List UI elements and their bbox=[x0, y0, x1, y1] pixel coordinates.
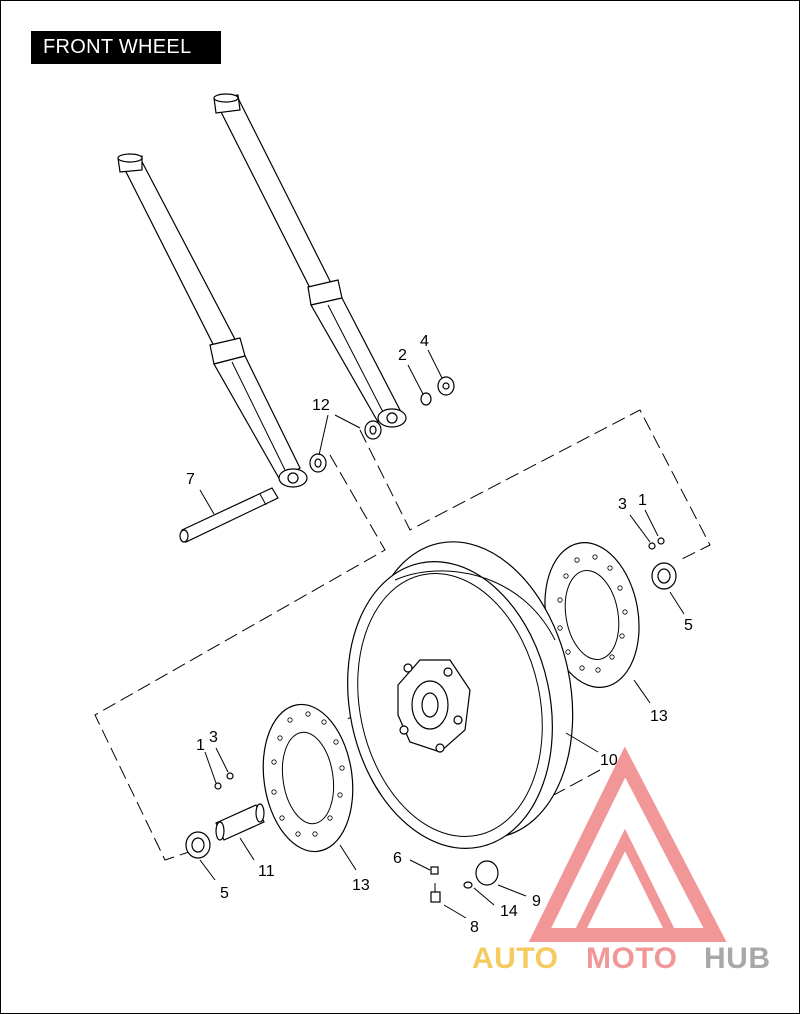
callout-5-lower: 5 bbox=[220, 885, 229, 902]
left-brake-rotor bbox=[262, 703, 354, 853]
fork-spacers bbox=[309, 420, 382, 473]
logo-hub-text: HUB bbox=[704, 942, 771, 975]
right-brake-rotor bbox=[544, 542, 640, 688]
axle-washer-and-nut bbox=[420, 376, 455, 406]
callout-1-upper: 1 bbox=[638, 492, 647, 509]
callout-2: 2 bbox=[398, 347, 407, 364]
callout-1-lower: 1 bbox=[196, 737, 205, 754]
callout-3-upper: 3 bbox=[618, 496, 627, 513]
rotor-screws-and-washers bbox=[214, 537, 665, 790]
front-wheel bbox=[347, 541, 574, 849]
callout-5-upper: 5 bbox=[684, 617, 693, 634]
callout-7: 7 bbox=[186, 471, 195, 488]
wheel-bearings bbox=[185, 562, 677, 859]
callout-14: 14 bbox=[500, 903, 518, 920]
callout-numbers: 2 4 12 7 3 1 5 13 10 1 3 5 11 13 6 8 14 … bbox=[186, 333, 693, 936]
callout-10: 10 bbox=[600, 752, 618, 769]
callout-3-lower: 3 bbox=[209, 729, 218, 746]
callout-4: 4 bbox=[420, 333, 429, 350]
automotohub-logo: AUTO MOTO HUB bbox=[472, 746, 771, 975]
callout-6: 6 bbox=[393, 850, 402, 867]
logo-auto-text: AUTO bbox=[472, 942, 558, 975]
callout-9: 9 bbox=[532, 893, 541, 910]
leader-lines bbox=[199, 349, 685, 919]
callout-11: 11 bbox=[258, 863, 275, 880]
axle-spacer bbox=[215, 803, 265, 841]
diagram-title: FRONT WHEEL bbox=[31, 31, 221, 64]
callout-13-upper: 13 bbox=[650, 708, 668, 725]
callout-13-lower: 13 bbox=[352, 877, 370, 894]
callout-8: 8 bbox=[470, 919, 479, 936]
callout-12: 12 bbox=[312, 397, 330, 414]
wheel-hub bbox=[397, 659, 471, 753]
front-axle bbox=[179, 487, 279, 543]
right-fork-leg bbox=[213, 93, 407, 428]
valve-stem-parts bbox=[430, 860, 499, 903]
left-fork-leg bbox=[117, 153, 308, 488]
logo-moto-text: MOTO bbox=[586, 942, 677, 975]
